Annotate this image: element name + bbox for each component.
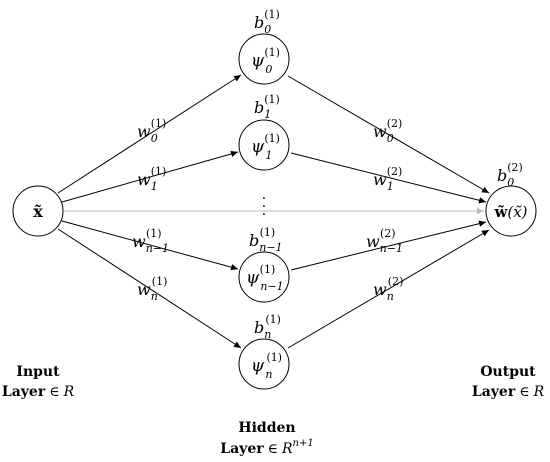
output-node-label: w̃(x̃) xyxy=(493,203,527,221)
hidden-node-n-1 xyxy=(238,251,290,303)
bias-hidden-n-1: bn−1(1) xyxy=(249,226,283,254)
edge-input-h1 xyxy=(61,150,239,203)
weight-out-1: w1(2) xyxy=(373,165,402,193)
edge-input-hn1 xyxy=(61,220,239,271)
weight-in-1: w1(1) xyxy=(137,165,166,193)
input-node-label: x̃ xyxy=(33,202,43,221)
input-layer-caption: Layer∈R xyxy=(2,384,75,400)
edge-input-hn xyxy=(57,228,242,349)
input-node xyxy=(12,185,64,237)
hidden-layer-caption: Layer∈Rn+1 xyxy=(220,438,313,457)
output-layer-title: Output xyxy=(480,364,536,380)
hidden-node-1 xyxy=(238,119,290,171)
edge-h0-output xyxy=(287,75,490,194)
bias-hidden-1: b1(1) xyxy=(254,93,280,121)
hidden-layer-title: Hidden xyxy=(238,420,295,436)
output-node xyxy=(485,185,537,237)
edge-hn1-output xyxy=(290,220,487,271)
input-layer-title: Input xyxy=(16,364,60,380)
weight-out-n: wn(2) xyxy=(373,275,403,303)
hidden-node-1-label: ψ1(1) xyxy=(251,132,280,162)
hidden-node-n-1-label: ψn−1(1) xyxy=(246,263,284,293)
hidden-node-n-label: ψn(1) xyxy=(251,351,282,381)
weight-in-0: w0(1) xyxy=(137,117,166,145)
edge-input-h0 xyxy=(57,74,242,194)
bias-hidden-n: bn(1) xyxy=(254,313,281,341)
weight-in-n: wn(1) xyxy=(137,275,167,303)
weight-in-n-1: wn−1(1) xyxy=(132,227,169,255)
weight-out-0: w0(2) xyxy=(373,117,402,145)
hidden-node-0-label: ψ0(1) xyxy=(251,46,280,76)
ellipsis-dots: ··· xyxy=(262,191,266,223)
edge-hn-output xyxy=(287,229,490,349)
edge-h1-output xyxy=(290,152,487,204)
weight-out-n-1: wn−1(2) xyxy=(366,227,403,255)
hidden-node-0 xyxy=(238,33,290,85)
bias-hidden-0: b0(1) xyxy=(254,8,280,36)
hidden-node-n xyxy=(238,338,290,390)
output-layer-caption: Layer∈R xyxy=(472,384,545,400)
bias-output: b0(2) xyxy=(497,161,523,189)
